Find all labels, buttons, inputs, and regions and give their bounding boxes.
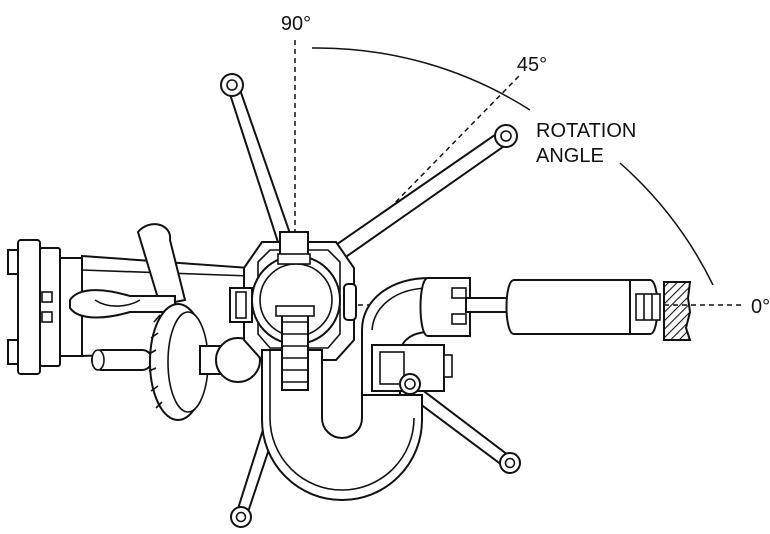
barrel-coupling-jaw-top [451, 287, 467, 299]
label-angle: ANGLE [536, 145, 604, 167]
coupling-bolt-1 [41, 291, 53, 303]
valve-lever [136, 223, 187, 307]
right-valve-block-detail [379, 351, 405, 385]
rotation-arc-upper [311, 47, 531, 111]
label-90-degrees: 90° [281, 13, 311, 35]
handwheel-serrations [148, 314, 163, 409]
arm-lower-right-eye [499, 452, 521, 474]
arm-upper-right [318, 128, 512, 270]
mounting-plate [663, 281, 692, 341]
arm-upper-left-eye [220, 73, 244, 97]
center-nozzle [281, 309, 309, 391]
lever-linkage-detail [94, 299, 141, 307]
barrel-tip [635, 293, 661, 321]
rotation-arc-lower [619, 162, 714, 286]
pressure-gauge-fitting-core [404, 378, 416, 390]
control-knob [215, 337, 261, 383]
arm-upper-right-hole [500, 130, 512, 142]
arm-lower-right-hole [504, 457, 516, 469]
coupling-flange-outer [17, 239, 41, 375]
arm-lower-left-eye [230, 506, 252, 528]
arm-lower-left-hole [235, 511, 247, 523]
label-45-degrees: 45° [517, 54, 547, 76]
coupling-flange-inner [39, 247, 61, 367]
arm-upper-right-eye [494, 124, 518, 148]
center-nozzle-cap [275, 305, 315, 317]
coupling-bolt-2 [41, 311, 53, 323]
side-knob-end [91, 349, 105, 371]
barrel-coupling [419, 277, 471, 337]
arm-upper-left-hole [226, 79, 238, 91]
elbow-pipe-edge [371, 287, 431, 331]
label-0-degrees: 0° [751, 296, 770, 318]
right-valve-stub [443, 354, 453, 378]
center-nozzle-ribs [282, 321, 308, 383]
swivel-top-collar [277, 253, 311, 265]
label-rotation: ROTATION [536, 120, 636, 142]
barrel-body [505, 279, 631, 335]
barrel-coupling-jaw-bottom [451, 313, 467, 325]
swivel-left-clamp-pin [235, 291, 247, 319]
u-bend-edge [269, 350, 415, 491]
swivel-right-pin [343, 283, 357, 321]
